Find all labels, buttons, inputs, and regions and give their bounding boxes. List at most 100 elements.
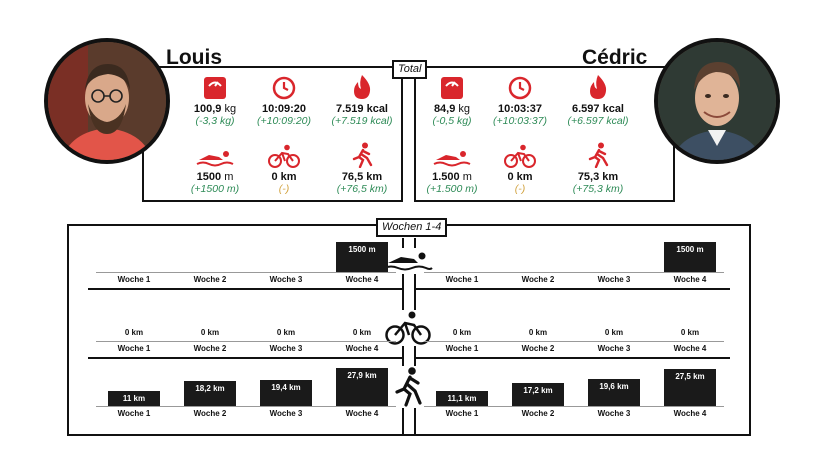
right-athlete-name: Cédric <box>582 46 648 69</box>
bar-label-bike-4: 0 km <box>352 328 372 337</box>
row-separator-1-right <box>416 288 730 290</box>
flame-icon <box>590 75 607 99</box>
right-bike-stat: 0 km (-) <box>480 142 560 195</box>
bar-run-1: 11,1 km <box>436 391 488 406</box>
swimmer-icon <box>380 248 436 274</box>
bar-label-bike-2: 0 km <box>528 328 548 337</box>
week-tick-label: Woche 1 <box>445 409 479 418</box>
bar-run-3: 19,6 km <box>588 379 640 406</box>
week-tick-label: Woche 1 <box>117 344 151 353</box>
right-bike-delta: (-) <box>514 183 526 195</box>
chart-baseline <box>96 341 396 342</box>
bar-run-1: 11 km <box>108 391 160 406</box>
left-swim-stat: 1500 m (+1500 m) <box>175 142 255 195</box>
row-separator-2-right <box>416 357 730 359</box>
left-kcal-stat: 7.519 kcal (+7.519 kcal) <box>322 74 402 127</box>
left-weight-delta: (-3,3 kg) <box>195 115 235 127</box>
right-swim-unit: m <box>462 171 472 183</box>
right-swim-value: 1.500 <box>432 171 460 183</box>
left-kcal-delta: (+7.519 kcal) <box>331 115 393 127</box>
left-time-value: 10:09:20 <box>261 103 307 115</box>
right-weight-value: 84,9 <box>433 103 456 115</box>
week-tick-label: Woche 4 <box>345 275 379 284</box>
week-tick-label: Woche 3 <box>269 275 303 284</box>
bar-label-bike-1: 0 km <box>124 328 144 337</box>
week-tick-label: Woche 2 <box>521 344 555 353</box>
week-tick-label: Woche 2 <box>521 409 555 418</box>
bar-run-2: 18,2 km <box>184 381 236 406</box>
chart-baseline <box>424 406 724 407</box>
row-separator-2-left <box>88 357 402 359</box>
bar-run-4: 27,9 km <box>336 368 388 406</box>
bar-run-2: 17,2 km <box>512 383 564 406</box>
left-bike-stat: 0 km (-) <box>244 142 324 195</box>
total-tag: Total <box>392 60 428 79</box>
right-kcal-delta: (+6.597 kcal) <box>567 115 629 127</box>
right-time-delta: (+10:03:37) <box>493 115 547 127</box>
right-kcal-value: 6.597 kcal <box>572 103 624 115</box>
left-swim-unit: m <box>224 171 234 183</box>
right-time-value: 10:03:37 <box>497 103 543 115</box>
week-tick-label: Woche 4 <box>673 409 707 418</box>
runner-icon <box>352 142 373 168</box>
runner-icon <box>588 142 609 168</box>
scale-icon <box>441 77 463 99</box>
flame-icon <box>354 75 371 99</box>
right-weight-stat: 84,9 kg (-0,5 kg) <box>412 74 492 127</box>
left-weight-unit: kg <box>224 103 237 115</box>
week-tick-label: Woche 3 <box>597 275 631 284</box>
bar-run-4: 27,5 km <box>664 369 716 406</box>
week-tick-label: Woche 3 <box>269 409 303 418</box>
runner-icon <box>390 366 426 408</box>
right-bike-value: 0 km <box>507 171 533 183</box>
left-weight-stat: 100,9 kg (-3,3 kg) <box>175 74 255 127</box>
chart-baseline <box>424 341 724 342</box>
week-tick-label: Woche 3 <box>597 344 631 353</box>
row-separator-1-left <box>88 288 402 290</box>
week-tick-label: Woche 4 <box>345 344 379 353</box>
left-avatar <box>44 38 170 164</box>
chart-baseline <box>96 406 396 407</box>
right-time-stat: 10:03:37 (+10:03:37) <box>480 74 560 127</box>
clock-icon <box>272 76 296 100</box>
right-swim-stat: 1.500 m (+1.500 m) <box>412 142 492 195</box>
left-swim-delta: (+1500 m) <box>190 183 240 195</box>
week-tick-label: Woche 3 <box>597 409 631 418</box>
left-run-value: 76,5 km <box>341 171 383 183</box>
bar-label-bike-3: 0 km <box>276 328 296 337</box>
bar-label-bike-4: 0 km <box>680 328 700 337</box>
week-tick-label: Woche 3 <box>269 344 303 353</box>
left-bike-value: 0 km <box>271 171 297 183</box>
week-tick-label: Woche 2 <box>193 275 227 284</box>
chart-baseline <box>96 272 396 273</box>
left-athlete-name: Louis <box>166 46 222 69</box>
cyclist-icon <box>268 144 300 168</box>
week-tick-label: Woche 1 <box>117 275 151 284</box>
bar-swim-4: 1500 m <box>664 242 716 272</box>
cyclist-icon <box>504 144 536 168</box>
week-tick-label: Woche 4 <box>673 275 707 284</box>
left-time-delta: (+10:09:20) <box>257 115 311 127</box>
right-weight-unit: kg <box>458 103 471 115</box>
swimmer-icon <box>433 151 471 167</box>
left-weight-value: 100,9 <box>193 103 222 115</box>
left-time-stat: 10:09:20 (+10:09:20) <box>244 74 324 127</box>
bar-label-bike-1: 0 km <box>452 328 472 337</box>
right-swim-delta: (+1.500 m) <box>426 183 478 195</box>
cyclist-icon <box>384 310 432 346</box>
right-avatar <box>654 38 780 164</box>
week-tick-label: Woche 2 <box>521 275 555 284</box>
week-tick-label: Woche 1 <box>445 275 479 284</box>
chart-baseline <box>424 272 724 273</box>
right-run-value: 75,3 km <box>577 171 619 183</box>
week-tick-label: Woche 4 <box>673 344 707 353</box>
left-kcal-value: 7.519 kcal <box>336 103 388 115</box>
left-run-stat: 76,5 km (+76,5 km) <box>322 142 402 195</box>
bar-swim-4: 1500 m <box>336 242 388 272</box>
week-tick-label: Woche 2 <box>193 344 227 353</box>
scale-icon <box>204 77 226 99</box>
right-kcal-stat: 6.597 kcal (+6.597 kcal) <box>558 74 638 127</box>
bar-run-3: 19,4 km <box>260 380 312 406</box>
swimmer-icon <box>196 151 234 167</box>
weeks-tag: Wochen 1-4 <box>376 218 448 237</box>
